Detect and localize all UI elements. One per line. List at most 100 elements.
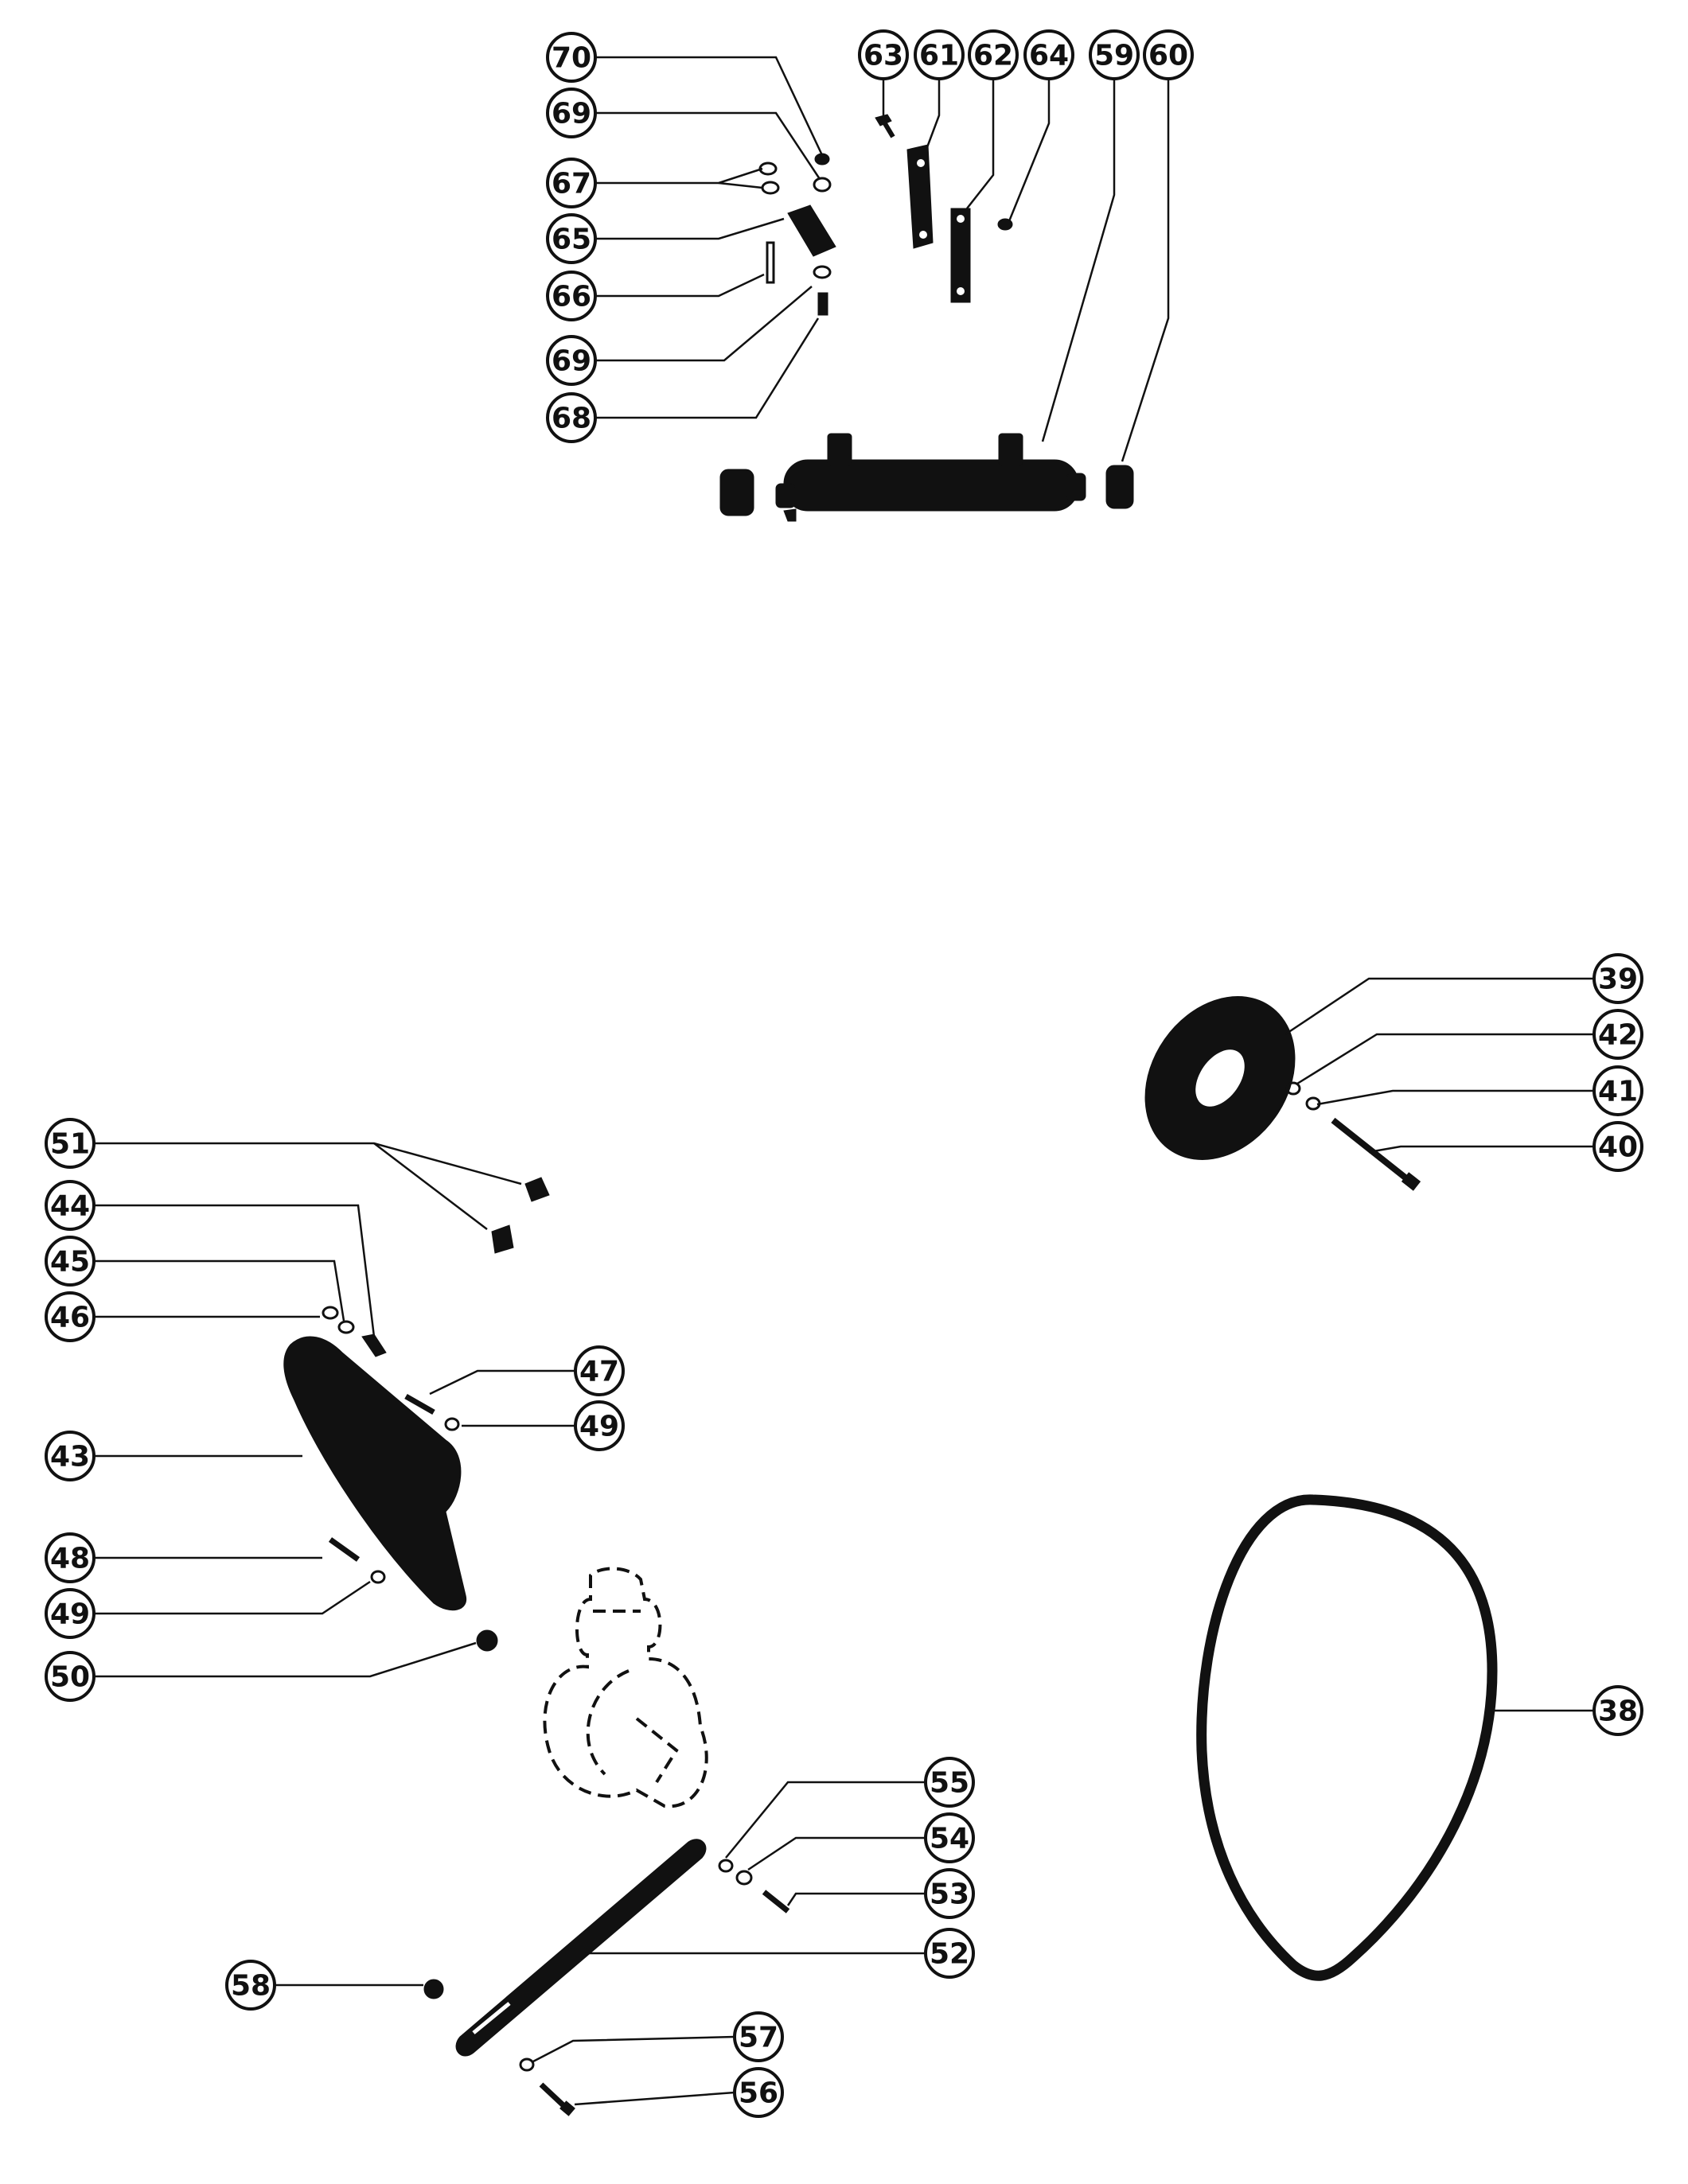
callout-number: 58 bbox=[231, 1970, 271, 2003]
end-cap-left-part bbox=[719, 469, 754, 516]
callout-number: 51 bbox=[50, 1128, 90, 1161]
callout-69b: 69 bbox=[546, 335, 597, 386]
callout-circle bbox=[733, 2011, 784, 2062]
callout-46: 46 bbox=[45, 1291, 96, 1342]
callout-number: 49 bbox=[579, 1411, 619, 1443]
callout-number: 66 bbox=[552, 281, 591, 313]
callout-number: 41 bbox=[1598, 1076, 1638, 1108]
callout-69a: 69 bbox=[546, 88, 597, 138]
callout-circle bbox=[546, 271, 597, 321]
callout-number: 45 bbox=[50, 1246, 90, 1279]
callout-circle bbox=[1143, 29, 1194, 80]
callout-circle bbox=[1592, 1065, 1643, 1116]
callout-number: 48 bbox=[50, 1543, 90, 1575]
end-cap-right-part bbox=[1105, 465, 1134, 509]
callout-59: 59 bbox=[1089, 29, 1140, 80]
callout-number: 46 bbox=[50, 1302, 90, 1334]
bolt-56-57-part bbox=[519, 2057, 575, 2116]
callout-circle bbox=[1592, 1121, 1643, 1172]
callout-60: 60 bbox=[1143, 29, 1194, 80]
callout-39: 39 bbox=[1592, 953, 1643, 1004]
callout-circle bbox=[45, 1431, 96, 1481]
callout-53: 53 bbox=[924, 1868, 975, 1919]
mounting-bracket-part bbox=[283, 1336, 467, 1611]
callout-number: 49 bbox=[50, 1598, 90, 1631]
nut-part bbox=[997, 218, 1013, 231]
callout-number: 53 bbox=[930, 1878, 969, 1911]
callout-50: 50 bbox=[45, 1651, 96, 1702]
callout-circle bbox=[45, 1236, 96, 1287]
callout-number: 52 bbox=[930, 1938, 969, 1971]
callout-circle bbox=[1089, 29, 1140, 80]
callout-number: 59 bbox=[1094, 40, 1134, 72]
callout-circle bbox=[546, 88, 597, 138]
callout-number: 65 bbox=[552, 224, 591, 256]
callout-number: 61 bbox=[919, 40, 959, 72]
callout-62: 62 bbox=[968, 29, 1019, 80]
bolt-48-part bbox=[328, 1537, 386, 1584]
callout-number: 38 bbox=[1598, 1695, 1638, 1728]
callout-circle bbox=[574, 1400, 625, 1451]
callout-58: 58 bbox=[225, 1960, 276, 2011]
callout-43: 43 bbox=[45, 1431, 96, 1481]
callout-circle bbox=[546, 32, 597, 83]
callout-67: 67 bbox=[546, 158, 597, 208]
callout-number: 64 bbox=[1029, 40, 1069, 72]
callout-circle bbox=[924, 1757, 975, 1808]
callout-number: 55 bbox=[930, 1767, 969, 1800]
callout-number: 63 bbox=[863, 40, 903, 72]
callout-circle bbox=[914, 29, 965, 80]
callout-circle bbox=[546, 392, 597, 443]
callout-54: 54 bbox=[924, 1812, 975, 1863]
callout-65: 65 bbox=[546, 213, 597, 264]
callout-55: 55 bbox=[924, 1757, 975, 1808]
callout-66: 66 bbox=[546, 271, 597, 321]
callout-70: 70 bbox=[546, 32, 597, 83]
callout-circle bbox=[225, 1960, 276, 2011]
small-hardware-parts bbox=[758, 153, 832, 316]
callout-48: 48 bbox=[45, 1532, 96, 1583]
nut-58-part bbox=[423, 1979, 444, 1999]
callout-circle bbox=[924, 1928, 975, 1979]
callout-40: 40 bbox=[1592, 1121, 1643, 1172]
callout-42: 42 bbox=[1592, 1009, 1643, 1060]
callout-circle bbox=[858, 29, 909, 80]
callout-57: 57 bbox=[733, 2011, 784, 2062]
callout-number: 68 bbox=[552, 403, 591, 435]
callout-circle bbox=[924, 1812, 975, 1863]
callout-number: 57 bbox=[739, 2022, 778, 2054]
pulley-part bbox=[1144, 996, 1296, 1160]
callout-circle bbox=[45, 1532, 96, 1583]
callout-circle bbox=[968, 29, 1019, 80]
callout-number: 43 bbox=[50, 1441, 90, 1474]
washer-group-44-46 bbox=[322, 1306, 387, 1357]
callout-circle bbox=[546, 335, 597, 386]
callout-circle bbox=[45, 1118, 96, 1169]
callout-number: 42 bbox=[1598, 1019, 1638, 1052]
callout-number: 44 bbox=[50, 1190, 90, 1223]
callout-64: 64 bbox=[1023, 29, 1074, 80]
callout-circle bbox=[1592, 953, 1643, 1004]
callout-number: 50 bbox=[50, 1661, 90, 1694]
callout-number: 39 bbox=[1598, 964, 1638, 996]
nut-50-part bbox=[476, 1629, 498, 1652]
callout-circle bbox=[733, 2067, 784, 2118]
belt-part bbox=[1196, 1494, 1498, 1981]
callout-41: 41 bbox=[1592, 1065, 1643, 1116]
callout-circle bbox=[45, 1651, 96, 1702]
callout-number: 67 bbox=[552, 168, 591, 200]
callout-44: 44 bbox=[45, 1180, 96, 1231]
callout-number: 47 bbox=[579, 1356, 619, 1388]
callout-circle bbox=[45, 1291, 96, 1342]
leader-lines bbox=[94, 56, 1594, 2106]
callout-circle bbox=[924, 1868, 975, 1919]
callout-38: 38 bbox=[1592, 1685, 1643, 1736]
bolt-47-part bbox=[404, 1393, 460, 1431]
callout-circle bbox=[1592, 1685, 1643, 1736]
parts bbox=[283, 114, 1498, 2116]
washers-53-55-part bbox=[718, 1859, 790, 1913]
callout-circle bbox=[1023, 29, 1074, 80]
bracket-part bbox=[906, 144, 934, 249]
